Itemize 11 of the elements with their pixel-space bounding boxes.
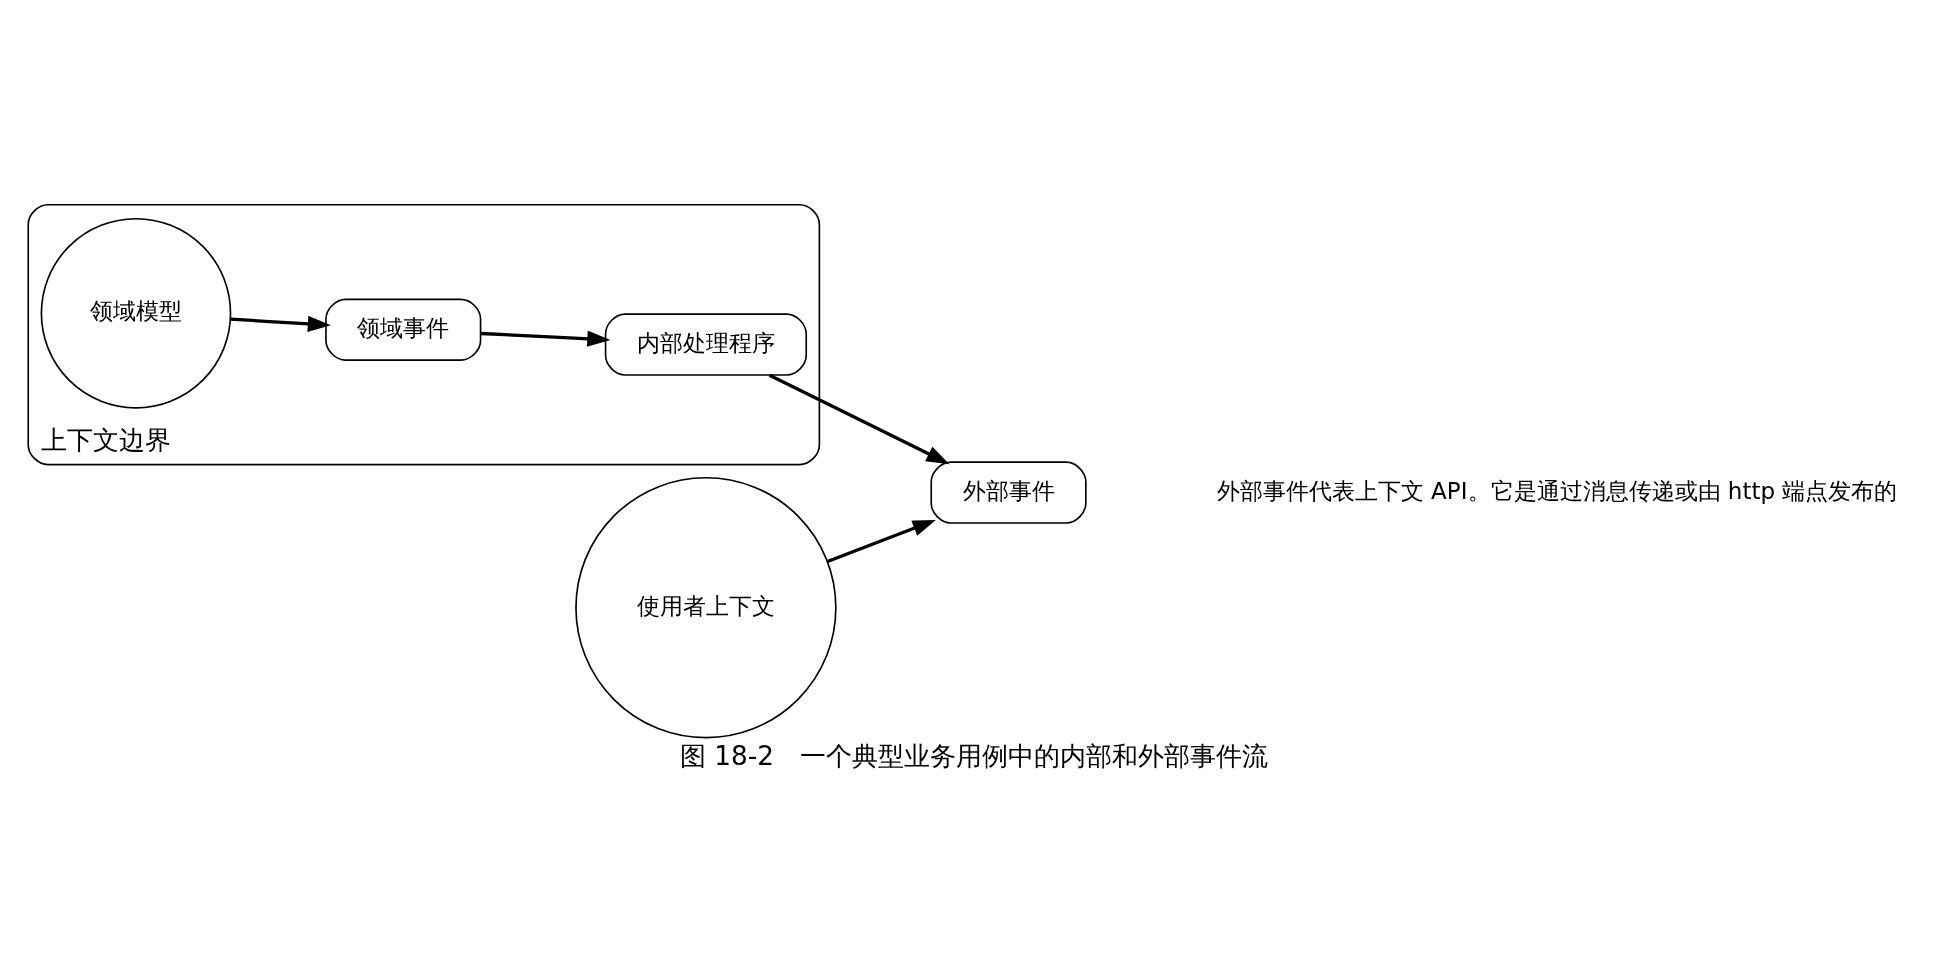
node-box: 领域事件 xyxy=(325,298,482,361)
node-circle: 领域模型 xyxy=(40,217,232,409)
arrow xyxy=(827,519,936,564)
arrow xyxy=(768,373,950,465)
caption: 图 18-2 一个典型业务用例中的内部和外部事件流 xyxy=(679,741,1269,772)
node-box: 内部处理程序 xyxy=(604,313,808,376)
arrow xyxy=(230,315,331,332)
arrow xyxy=(481,330,611,347)
node-box: 外部事件 xyxy=(930,461,1087,524)
node-circle: 使用者上下文 xyxy=(575,476,837,739)
label: 外部事件代表上下文 API。它是通过消息传递或由 http 端点发布的 xyxy=(1216,477,1898,504)
